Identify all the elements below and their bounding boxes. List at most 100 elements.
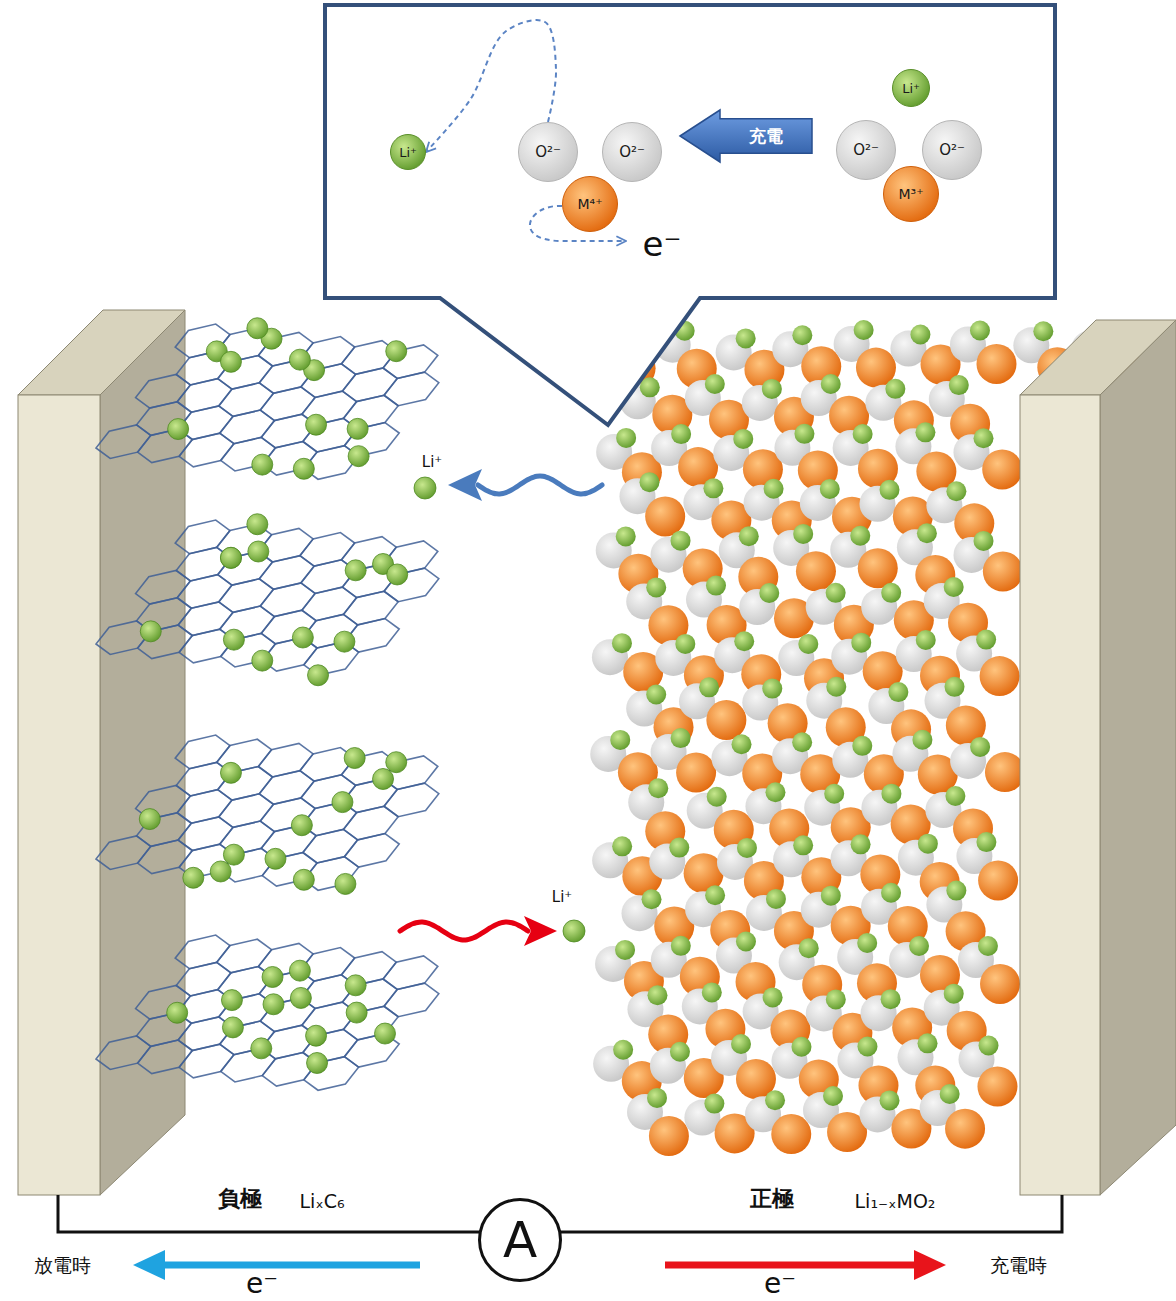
lithium-atom bbox=[639, 472, 659, 492]
metal-atom bbox=[706, 700, 746, 740]
lithium-atom bbox=[306, 1025, 327, 1046]
lithium-atom bbox=[733, 429, 753, 449]
electron-label: e⁻ bbox=[764, 1270, 796, 1298]
lithium-atom bbox=[853, 424, 873, 444]
lithium-atom bbox=[909, 936, 929, 956]
lithium-atom bbox=[670, 1042, 690, 1062]
graphite-hexagon bbox=[179, 1044, 234, 1078]
lithium-atom bbox=[824, 784, 844, 804]
lithium-atom bbox=[1033, 321, 1053, 341]
lithium-atom bbox=[857, 933, 877, 953]
charge-block-arrow: 充電 bbox=[680, 110, 812, 162]
direction-label: 放電時 bbox=[34, 1256, 91, 1275]
oxide-ion-circle-shape bbox=[519, 123, 578, 182]
lithium-atom bbox=[976, 832, 996, 852]
lithium-atom bbox=[702, 982, 722, 1002]
lithium-atom bbox=[168, 419, 189, 440]
node-text: A bbox=[503, 1215, 537, 1265]
graphite-hexagon bbox=[136, 374, 191, 408]
lithium-atom bbox=[918, 834, 938, 854]
lithium-atom bbox=[671, 531, 691, 551]
lithium-atom bbox=[793, 524, 813, 544]
lithium-atom bbox=[262, 966, 283, 987]
graphite-layer bbox=[96, 935, 439, 1090]
oxide-ion-circle: O²⁻ bbox=[836, 120, 896, 180]
lithium-atom bbox=[976, 630, 996, 650]
lithium-atom bbox=[979, 1035, 999, 1055]
lithium-atom bbox=[222, 1017, 243, 1038]
discharge-arrow bbox=[160, 1262, 420, 1269]
metal-atom bbox=[976, 344, 1016, 384]
lithium-atom bbox=[792, 325, 812, 345]
lithium-atom bbox=[291, 815, 312, 836]
lithium-atom bbox=[978, 936, 998, 956]
ammeter-circle-shape bbox=[480, 1200, 561, 1281]
lithium-atom bbox=[737, 838, 757, 858]
metal-ion-circle-shape bbox=[884, 167, 939, 222]
oxide-ion-circle: O²⁻ bbox=[518, 122, 578, 182]
graphite-hexagon bbox=[175, 520, 230, 554]
lithium-atom bbox=[880, 1090, 900, 1110]
ion-flow-head bbox=[448, 469, 482, 501]
lithium-atom bbox=[615, 940, 635, 960]
lithium-atom bbox=[647, 985, 667, 1005]
lithium-atom bbox=[707, 787, 727, 807]
lithium-atom bbox=[850, 526, 870, 546]
lithium-atom bbox=[765, 1090, 785, 1110]
lithium-atom bbox=[648, 778, 668, 798]
metal-atom bbox=[977, 1067, 1017, 1107]
lithium-atom bbox=[852, 736, 872, 756]
lithium-atom bbox=[332, 792, 353, 813]
lithium-atom bbox=[916, 630, 936, 650]
lithium-atom bbox=[375, 1023, 396, 1044]
electrode-formula: LiₓC₆ bbox=[299, 1192, 344, 1211]
lithium-atom bbox=[970, 320, 990, 340]
charge-block-arrow-shape bbox=[680, 110, 812, 162]
lithium-atom bbox=[820, 479, 840, 499]
lithium-atom bbox=[915, 422, 935, 442]
lithium-atom bbox=[167, 1002, 188, 1023]
metal-atom bbox=[771, 1114, 811, 1154]
lithium-atom bbox=[373, 768, 394, 789]
lithium-atom bbox=[308, 665, 329, 686]
lithium-atom bbox=[798, 634, 818, 654]
lithium-atom bbox=[223, 844, 244, 865]
lithium-atom bbox=[944, 984, 964, 1004]
lithium-atom bbox=[251, 1038, 272, 1059]
plate-side bbox=[100, 310, 185, 1195]
lithium-atom bbox=[759, 583, 779, 603]
lithium-atom bbox=[671, 728, 691, 748]
lithium-atom bbox=[946, 881, 966, 901]
lithium-atom bbox=[912, 730, 932, 750]
lithium-ion bbox=[414, 477, 436, 499]
lithium-atom bbox=[851, 633, 871, 653]
lithium-atom bbox=[854, 320, 874, 340]
electrode-name: 負極 bbox=[218, 1188, 262, 1210]
plate-side bbox=[1100, 320, 1176, 1195]
lithium-atom bbox=[704, 1094, 724, 1114]
lithium-atom bbox=[949, 375, 969, 395]
oxide-ion-circle: O²⁻ bbox=[602, 122, 662, 182]
lithium-atom bbox=[139, 809, 160, 830]
lithium-atom bbox=[616, 428, 636, 448]
lithium-atom bbox=[669, 838, 689, 858]
ion-label: Li⁺ bbox=[552, 890, 572, 905]
ion-flow-arrow bbox=[400, 922, 528, 940]
lithium-atom bbox=[973, 428, 993, 448]
lithium-atom bbox=[252, 454, 273, 475]
electrode-formula: Li₁₋ₓMO₂ bbox=[855, 1192, 936, 1211]
lithium-atom bbox=[823, 1086, 843, 1106]
lithium-atom bbox=[335, 873, 356, 894]
lithium-atom bbox=[616, 526, 636, 546]
lithium-atom bbox=[221, 990, 242, 1011]
direction-label: 充電時 bbox=[990, 1256, 1047, 1275]
lithium-atom bbox=[183, 867, 204, 888]
metal-ion-circle: M³⁺ bbox=[883, 166, 939, 222]
lithium-atom bbox=[289, 960, 310, 981]
lithium-atom bbox=[734, 631, 754, 651]
lithium-atom bbox=[821, 374, 841, 394]
graphite-hexagon bbox=[175, 935, 230, 969]
lithium-atom bbox=[247, 514, 268, 535]
charge-arrow-head bbox=[914, 1250, 946, 1280]
graphite-layer bbox=[96, 318, 439, 480]
